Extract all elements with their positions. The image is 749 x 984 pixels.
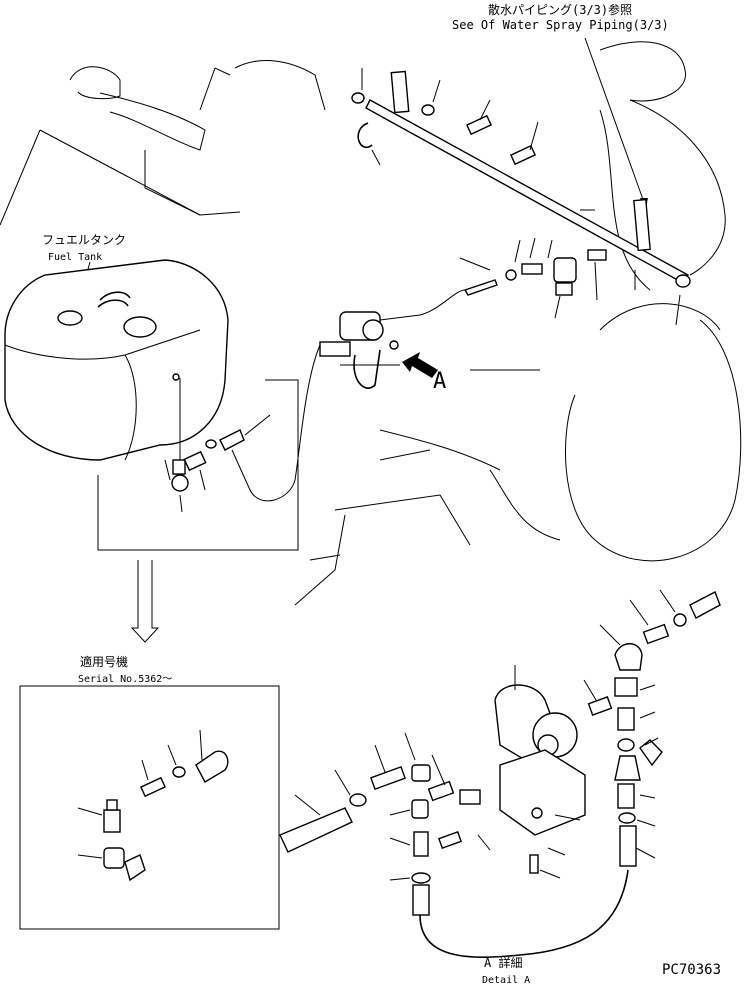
serial-box-parts	[77, 729, 229, 882]
pump-assembly	[249, 289, 466, 502]
water-spray-reference-en: See Of Water Spray Piping(3/3)	[452, 18, 669, 32]
detail-a-leaders	[294, 589, 676, 881]
view-a-arrow	[402, 352, 438, 378]
water-spray-pipe-assembly	[351, 70, 691, 288]
fuel-tank	[4, 259, 229, 461]
serial-label-en: Serial No.5362〜	[78, 674, 172, 685]
fuel-tank-detail-box	[97, 378, 299, 551]
serial-change-arrow	[130, 560, 160, 643]
view-a-label: A	[433, 369, 446, 394]
drawing-number: PC70363	[662, 962, 721, 978]
detail-a-label-jp: A 詳細	[484, 955, 522, 970]
serial-detail-box	[19, 685, 280, 930]
fuel-tank-label-jp: フュエルタンク	[42, 233, 126, 247]
top-leader-lines	[361, 68, 595, 211]
serial-label-jp: 適用号機	[80, 654, 128, 669]
detail-a-assembly	[279, 591, 721, 958]
fuel-tank-label-en: Fuel Tank	[48, 252, 102, 263]
machine-body-outline	[0, 41, 742, 606]
water-spray-leader	[584, 37, 646, 206]
water-spray-reference-jp: 散水パイピング(3/3)参照	[488, 2, 632, 17]
detail-a-label-en: Detail A	[482, 975, 530, 984]
mid-fittings	[459, 237, 681, 326]
